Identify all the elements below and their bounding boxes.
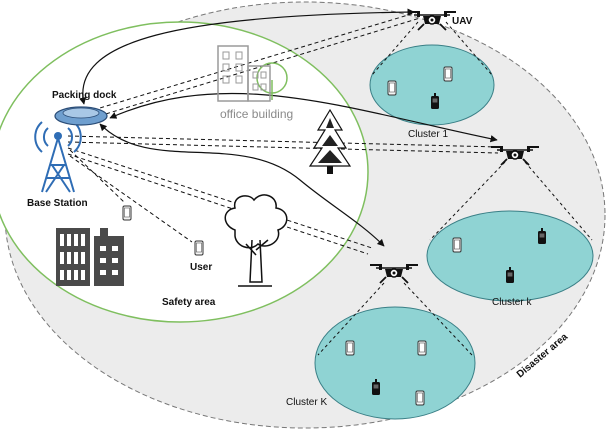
safety-area bbox=[0, 21, 369, 323]
cluster-K-label: Cluster K bbox=[286, 397, 327, 408]
packing-dock-icon bbox=[54, 106, 108, 126]
user-label: User bbox=[190, 262, 212, 273]
phone-icon bbox=[387, 80, 397, 96]
base-station-icon bbox=[34, 121, 82, 193]
safety-area-label: Safety area bbox=[162, 297, 216, 308]
phone-icon bbox=[194, 240, 204, 256]
phone-icon bbox=[345, 340, 355, 356]
tree-icon bbox=[224, 194, 288, 287]
phone-icon bbox=[415, 390, 425, 406]
cluster-k-region bbox=[426, 210, 594, 302]
phone-icon bbox=[417, 340, 427, 356]
cluster-K-region bbox=[314, 306, 476, 420]
phone-icon bbox=[452, 237, 462, 253]
office-building-icon bbox=[217, 45, 288, 102]
cluster-k-label: Cluster k bbox=[492, 297, 532, 308]
base-station-label: Base Station bbox=[27, 198, 88, 209]
packing-dock-label: Packing dock bbox=[52, 90, 117, 101]
cluster-1-label: Cluster 1 bbox=[408, 129, 448, 140]
phone-icon bbox=[122, 205, 132, 221]
phone-icon bbox=[443, 66, 453, 82]
uav-label: UAV bbox=[452, 16, 473, 27]
city-buildings-icon bbox=[56, 228, 124, 286]
pine-tree-icon bbox=[308, 108, 352, 174]
office-building-label: office building bbox=[220, 107, 293, 121]
